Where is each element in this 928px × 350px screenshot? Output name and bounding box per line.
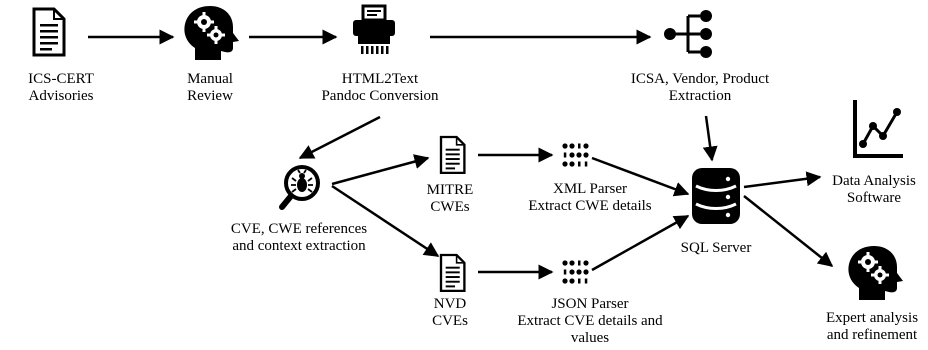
label-json-parser: JSON Parser Extract CVE details and valu… — [490, 296, 690, 347]
label-line: XML Parser — [552, 181, 627, 197]
shredder-icon — [353, 4, 395, 54]
binary-dots-icon — [562, 260, 589, 284]
line-chart-icon — [853, 100, 903, 158]
label-line: values — [570, 330, 610, 346]
arrow-sql-to-expert — [743, 195, 834, 267]
arrow-cve-cwe-to-mitre — [331, 154, 430, 186]
arrow-json-to-sql — [591, 214, 690, 272]
label-html2text: HTML2Text Pandoc Conversion — [305, 71, 455, 105]
bug-magnifier-icon — [279, 165, 320, 210]
label-line: ICSA, Vendor, Product — [630, 71, 770, 87]
head-gears-icon — [184, 6, 239, 60]
label-line: SQL Server — [680, 240, 752, 256]
label-line: MITRE — [426, 182, 474, 198]
document-icon — [439, 135, 466, 175]
arrow-conversion-to-cve-cwe — [298, 115, 381, 160]
label-mitre: MITRE CWEs — [420, 182, 480, 216]
label-line: Data Analysis — [832, 173, 916, 189]
label-line: and refinement — [826, 327, 918, 343]
label-line: ICS-CERT — [28, 71, 94, 87]
label-line: Software — [846, 190, 902, 206]
label-manual-review: Manual Review — [160, 71, 260, 105]
label-line: JSON Parser — [551, 296, 629, 312]
head-gears-icon — [848, 246, 903, 300]
label-line: Advisories — [28, 88, 94, 104]
label-expert: Expert analysis and refinement — [816, 310, 928, 344]
label-line: CVEs — [432, 313, 468, 329]
arrow-extraction-to-sql — [702, 115, 718, 162]
label-data-analysis: Data Analysis Software — [820, 173, 928, 207]
binary-dots-icon — [562, 143, 589, 167]
label-ics-cert: ICS-CERT Advisories — [6, 71, 116, 105]
arrow-sql-to-analysis — [743, 171, 822, 189]
tree-split-icon — [664, 10, 712, 58]
connector-arrows — [88, 29, 834, 280]
label-sql-server: SQL Server — [666, 240, 766, 257]
label-line: Extract CVE details and — [517, 313, 663, 329]
label-nvd: NVD CVEs — [420, 296, 480, 330]
label-line: Expert analysis — [825, 310, 919, 326]
label-line: Pandoc Conversion — [321, 88, 439, 104]
label-line: NVD — [433, 296, 467, 312]
label-extraction: ICSA, Vendor, Product Extraction — [610, 71, 790, 105]
document-icon — [32, 7, 66, 57]
label-cve-cwe: CVE, CWE references and context extracti… — [214, 221, 384, 255]
label-line: HTML2Text — [341, 71, 419, 87]
label-xml-parser: XML Parser Extract CWE details — [515, 181, 665, 215]
label-line: Extract CWE details — [528, 198, 652, 214]
label-line: Manual — [187, 71, 233, 87]
label-line: Extraction — [668, 88, 732, 104]
document-icon — [439, 253, 466, 293]
label-line: CVE, CWE references — [230, 221, 368, 237]
arrow-cve-cwe-to-nvd — [331, 184, 440, 258]
label-line: CWEs — [430, 199, 470, 215]
label-line: and context extraction — [232, 238, 366, 254]
database-icon — [692, 168, 740, 224]
label-line: Review — [187, 88, 233, 104]
arrow-xml-to-sql — [591, 156, 690, 197]
